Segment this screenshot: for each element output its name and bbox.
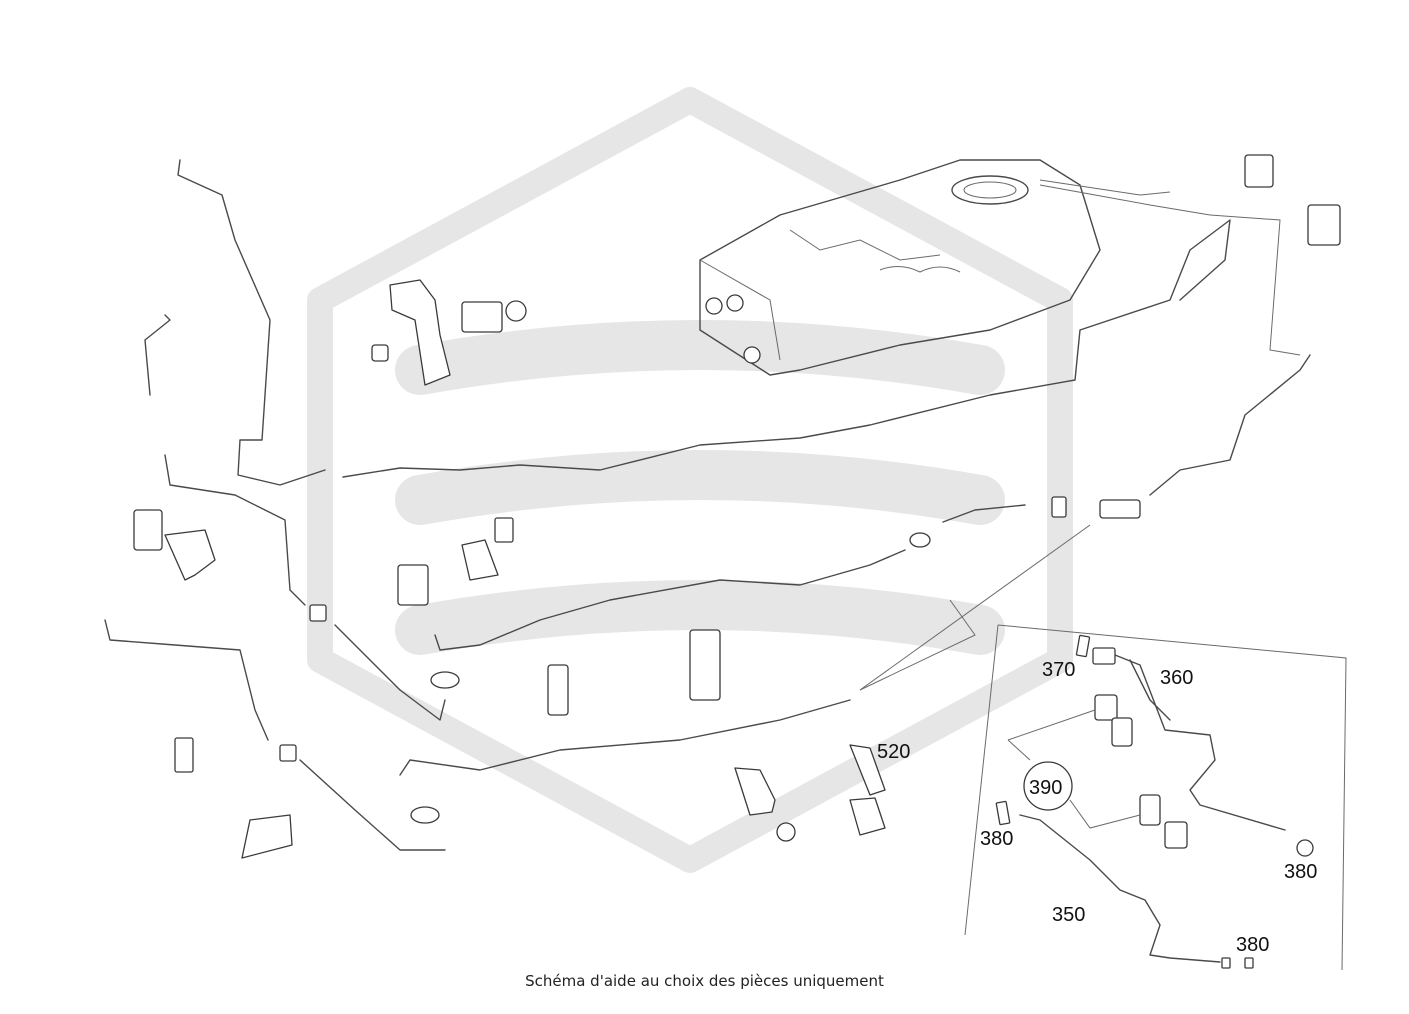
callout-380-bottom: 380 — [1236, 934, 1269, 956]
watermark-logo — [307, 87, 1073, 873]
callout-labels: 370 360 390 380 380 380 350 520 — [877, 659, 1317, 956]
fuel-tank — [699, 159, 1301, 376]
callout-520: 520 — [877, 741, 910, 763]
diagram-caption: Schéma d'aide au choix des pièces unique… — [525, 972, 884, 990]
callout-370: 370 — [1042, 659, 1075, 681]
small-parts — [133, 154, 1341, 859]
callout-380-right: 380 — [1284, 861, 1317, 883]
detail-inset — [964, 624, 1347, 971]
callout-380-left: 380 — [980, 828, 1013, 850]
fuel-lines — [104, 159, 1311, 851]
callout-390: 390 — [1029, 777, 1062, 799]
callout-360: 360 — [1160, 667, 1193, 689]
callout-350: 350 — [1052, 904, 1085, 926]
